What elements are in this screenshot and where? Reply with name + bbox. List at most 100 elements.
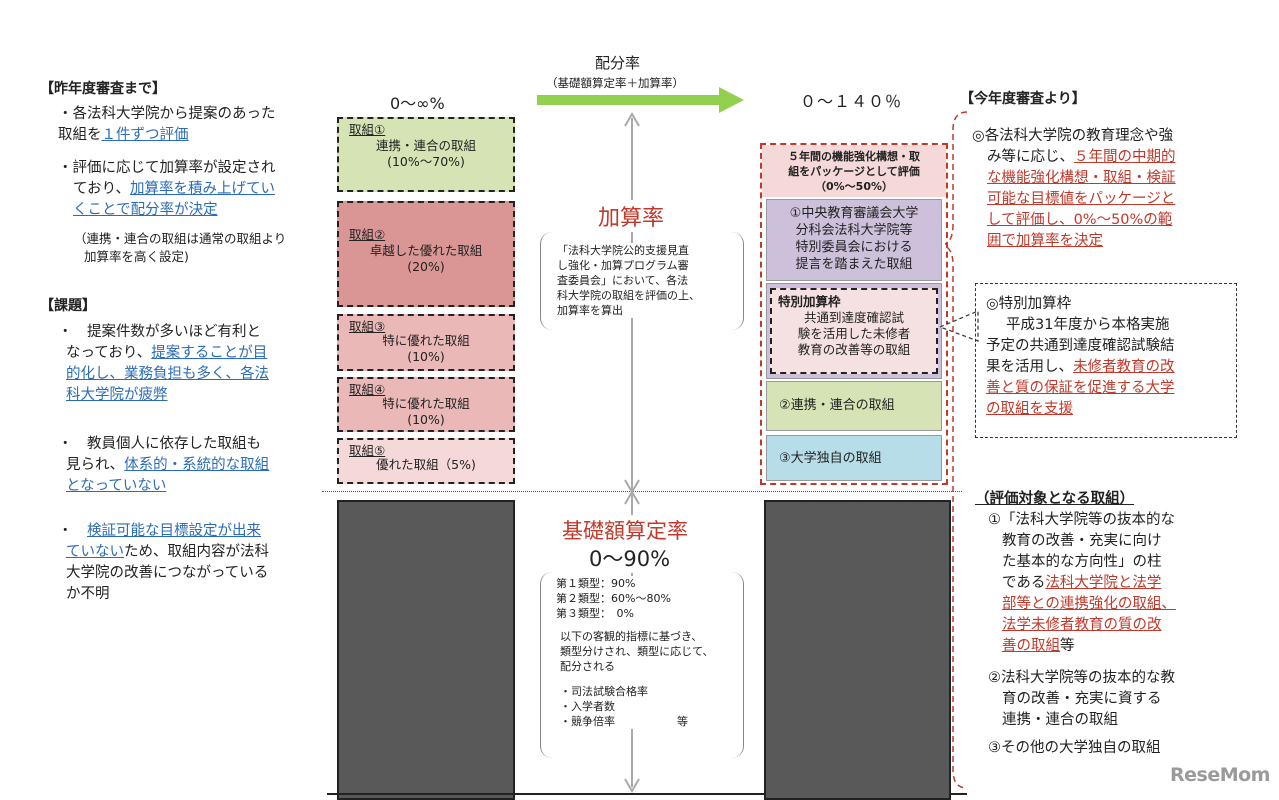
initiative-box-3: 取組③ 特に優れた取組 (10%) <box>337 314 515 371</box>
text: ・ 教員個人に依存した取組も <box>58 436 261 452</box>
issue-3: ・ 検証可能な目標設定が出来 ていないため、取組内容が法科 大学院の改善につなが… <box>58 521 333 605</box>
special-frame-callout: ◎特別加算枠 平成31年度から本格実施 予定の共通到達度確認試験結 果を活用し、… <box>975 283 1237 438</box>
this-year-heading: 【今年度審査より】 <box>960 91 1086 107</box>
box-name: 連携・連合の取組 <box>375 138 476 153</box>
text: 見られ、 <box>66 457 125 473</box>
text: なっており、 <box>66 345 152 361</box>
text: 取組を <box>58 127 102 143</box>
line: 共通到達度確認試 <box>803 310 904 325</box>
box-name: 優れた取組（5%) <box>376 457 476 472</box>
text: 連携・連合の取組 <box>1002 712 1118 728</box>
highlight: 未修者教育の改 <box>1073 359 1175 375</box>
left-range-label: 0～∞% <box>390 94 445 113</box>
line: 「法科大学院公的支援見直 <box>557 244 689 257</box>
right-base-bar <box>764 500 951 800</box>
last-year-point-2: ・評価に応じて加算率が設定され ており、加算率を積み上げてい くことで配分率が決… <box>58 158 333 221</box>
line: 特別委員会における <box>795 240 913 255</box>
text: た基本的な方向性」の柱 <box>1002 554 1162 570</box>
package-item-2: ②連携・連合の取組 <box>766 381 942 431</box>
callout-pointer <box>940 310 979 342</box>
box-label: 取組⑤ <box>349 443 386 458</box>
add-rate-title: 加算率 <box>596 200 667 232</box>
package-item-3: ③大学独自の取組 <box>766 435 942 481</box>
box-label: 取組④ <box>349 382 386 397</box>
right-range-label: ０～１４０％ <box>800 92 903 111</box>
this-year-point: ◎各法科大学院の教育理念や強 み等に応じ、５年間の中期的 な機能強化構想・取組・… <box>972 126 1242 252</box>
box-label: 取組① <box>349 122 386 137</box>
special-frame-container: 特別加算枠 共通到達度確認試 験を活用した未修者 教育の改善等の取組 <box>766 283 942 379</box>
highlight: 善の取組 <box>1002 638 1060 654</box>
type-line: 第２類型：60%～80% <box>556 592 671 605</box>
line: 験を活用した未修者 <box>797 326 911 341</box>
divider-line <box>322 491 962 492</box>
highlight: となっていない <box>66 478 167 494</box>
allocation-subtitle: （基礎額算定率＋加算率） <box>546 76 684 90</box>
text: ・ <box>58 523 87 539</box>
text: （連携・連合の取組は通常の取組より <box>74 231 287 246</box>
highlight: 提案することが目 <box>151 345 268 361</box>
box-name: 特に優れた取組 <box>382 333 470 348</box>
box-percent: (10%～70%) <box>387 154 465 169</box>
special-frame-box: 特別加算枠 共通到達度確認試 験を活用した未修者 教育の改善等の取組 <box>770 288 938 374</box>
line: 提言を踏まえた取組 <box>795 257 913 272</box>
highlight: して評価し、0%～50%の範 <box>987 212 1173 228</box>
box-percent: (10%) <box>407 412 445 427</box>
last-year-note: （連携・連合の取組は通常の取組より 加算率を高く設定) <box>74 230 339 266</box>
type-line: 第１類型：90% <box>556 577 636 590</box>
initiative-box-4: 取組④ 特に優れた取組 (10%) <box>337 377 515 432</box>
text: 等 <box>1060 638 1075 654</box>
highlight: 体系的・系統的な取組 <box>124 457 270 473</box>
line: 配分される <box>560 660 615 673</box>
text: ており、 <box>73 181 130 197</box>
issues-heading: 【課題】 <box>40 298 96 314</box>
text: ②法科大学院等の抜本的な教 <box>988 670 1175 686</box>
highlight: の取組を支援 <box>986 401 1073 417</box>
red-brace <box>945 111 968 789</box>
text: か不明 <box>66 586 110 602</box>
issue-2: ・ 教員個人に依存した取組も 見られ、体系的・系統的な取組 となっていない <box>58 434 333 497</box>
line: 以下の客観的指標に基づき、 <box>560 630 703 643</box>
package-outline <box>760 143 948 485</box>
line: （0%～50%） <box>814 180 893 193</box>
highlight: ５年間の中期的 <box>1074 149 1176 165</box>
text: ・各法科大学院から提案のあった <box>58 106 276 122</box>
evaluation-target-3: ③その他の大学独自の取組 <box>988 740 1161 756</box>
highlight: 可能な目標値をパッケージと <box>987 191 1176 207</box>
package-item-1: ①中央教育審議会大学 分科会法科大学院等 特別委員会における 提言を踏まえた取組 <box>766 199 942 281</box>
indicator: ・司法試験合格率 <box>560 685 648 698</box>
evaluation-target-heading: （評価対象となる取組） <box>975 491 1135 507</box>
highlight: 囲で加算率を決定 <box>987 233 1103 249</box>
issue-1: ・ 提案件数が多いほど有利と なっており、提案することが目 的化し、業務負担も多… <box>58 322 333 406</box>
evaluation-target-1: ①「法科大学院等の抜本的な 教育の改善・充実に向け た基本的な方向性」の柱 であ… <box>988 510 1238 657</box>
box-label: 取組② <box>349 227 386 242</box>
text: ため、取組内容が法科 <box>124 544 269 560</box>
line: 分科会法科大学院等 <box>795 223 913 238</box>
highlight: 科大学院が疲弊 <box>66 387 168 403</box>
text: 育の改善・充実に資する <box>1002 691 1162 707</box>
line: 類型分けされ、類型に応じて、 <box>560 645 714 658</box>
line: し強化・加算プログラム審 <box>557 259 689 272</box>
text: ①「法科大学院等の抜本的な <box>988 512 1175 528</box>
initiative-box-2: 取組② 卓越した優れた取組 (20%) <box>337 201 515 307</box>
highlight: 的化し、業務負担も多く、各法 <box>66 366 269 382</box>
text: 大学院の改善につながっている <box>66 565 269 581</box>
line: ５年間の機能強化構想・取 <box>788 150 920 163</box>
highlight: 法科大学院と法学 <box>1045 575 1162 591</box>
base-rate-title: 基礎額算定率 <box>560 515 690 545</box>
text: 予定の共通到達度確認試験結 <box>986 338 1175 354</box>
highlight: くことで配分率が決定 <box>73 202 218 218</box>
allocation-arrow <box>537 87 744 113</box>
highlight: １件ずつ評価 <box>101 127 189 143</box>
indicator: ・競争倍率 <box>560 715 615 728</box>
highlight: 善と質の保証を促進する大学 <box>986 380 1175 396</box>
left-base-bar <box>337 500 515 800</box>
text: ・評価に応じて加算率が設定され <box>58 160 276 176</box>
initiative-box-1: 取組① 連携・連合の取組 (10%～70%) <box>337 117 515 192</box>
text: ◎特別加算枠 <box>986 296 1072 312</box>
text: ・ 提案件数が多いほど有利と <box>58 324 261 340</box>
line: 科大学院の取組を評価の上、 <box>557 289 700 302</box>
highlight: 法学未修者教育の質の改 <box>1002 617 1162 633</box>
text: 加算率を高く設定) <box>84 249 189 264</box>
line: 組をパッケージとして評価 <box>788 165 920 178</box>
highlight: 部等との連携強化の取組、 <box>1002 596 1176 612</box>
